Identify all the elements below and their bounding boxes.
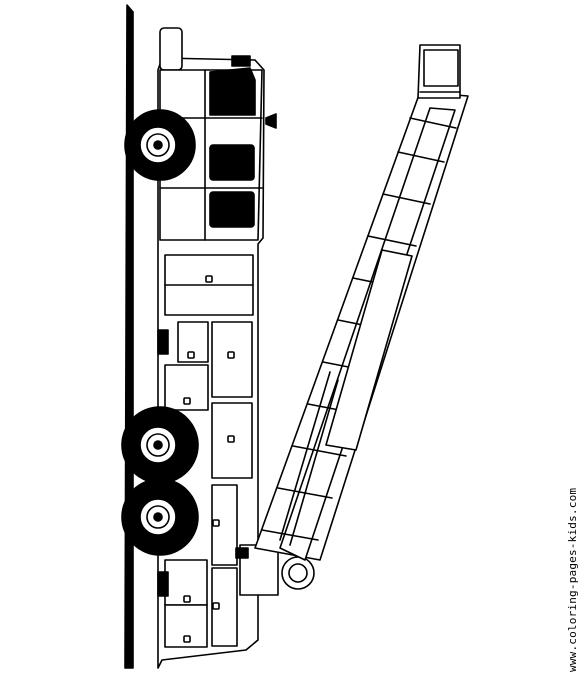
aerial-ladder	[254, 91, 469, 561]
mirror	[265, 113, 277, 129]
ladder-bucket	[417, 44, 461, 99]
rear-wheel-1	[121, 406, 199, 484]
cab-window-1	[209, 67, 256, 116]
road-strip	[124, 4, 134, 669]
cab-window-2	[209, 144, 255, 181]
rear-wheel-2	[121, 478, 199, 556]
cab-window-3	[209, 191, 255, 228]
front-wheel	[124, 109, 196, 181]
watermark-text: www.coloring-pages-kids.com	[566, 487, 579, 672]
ladder-base	[235, 544, 315, 596]
cab-roof-light	[159, 27, 183, 71]
side-compartments	[157, 321, 253, 648]
